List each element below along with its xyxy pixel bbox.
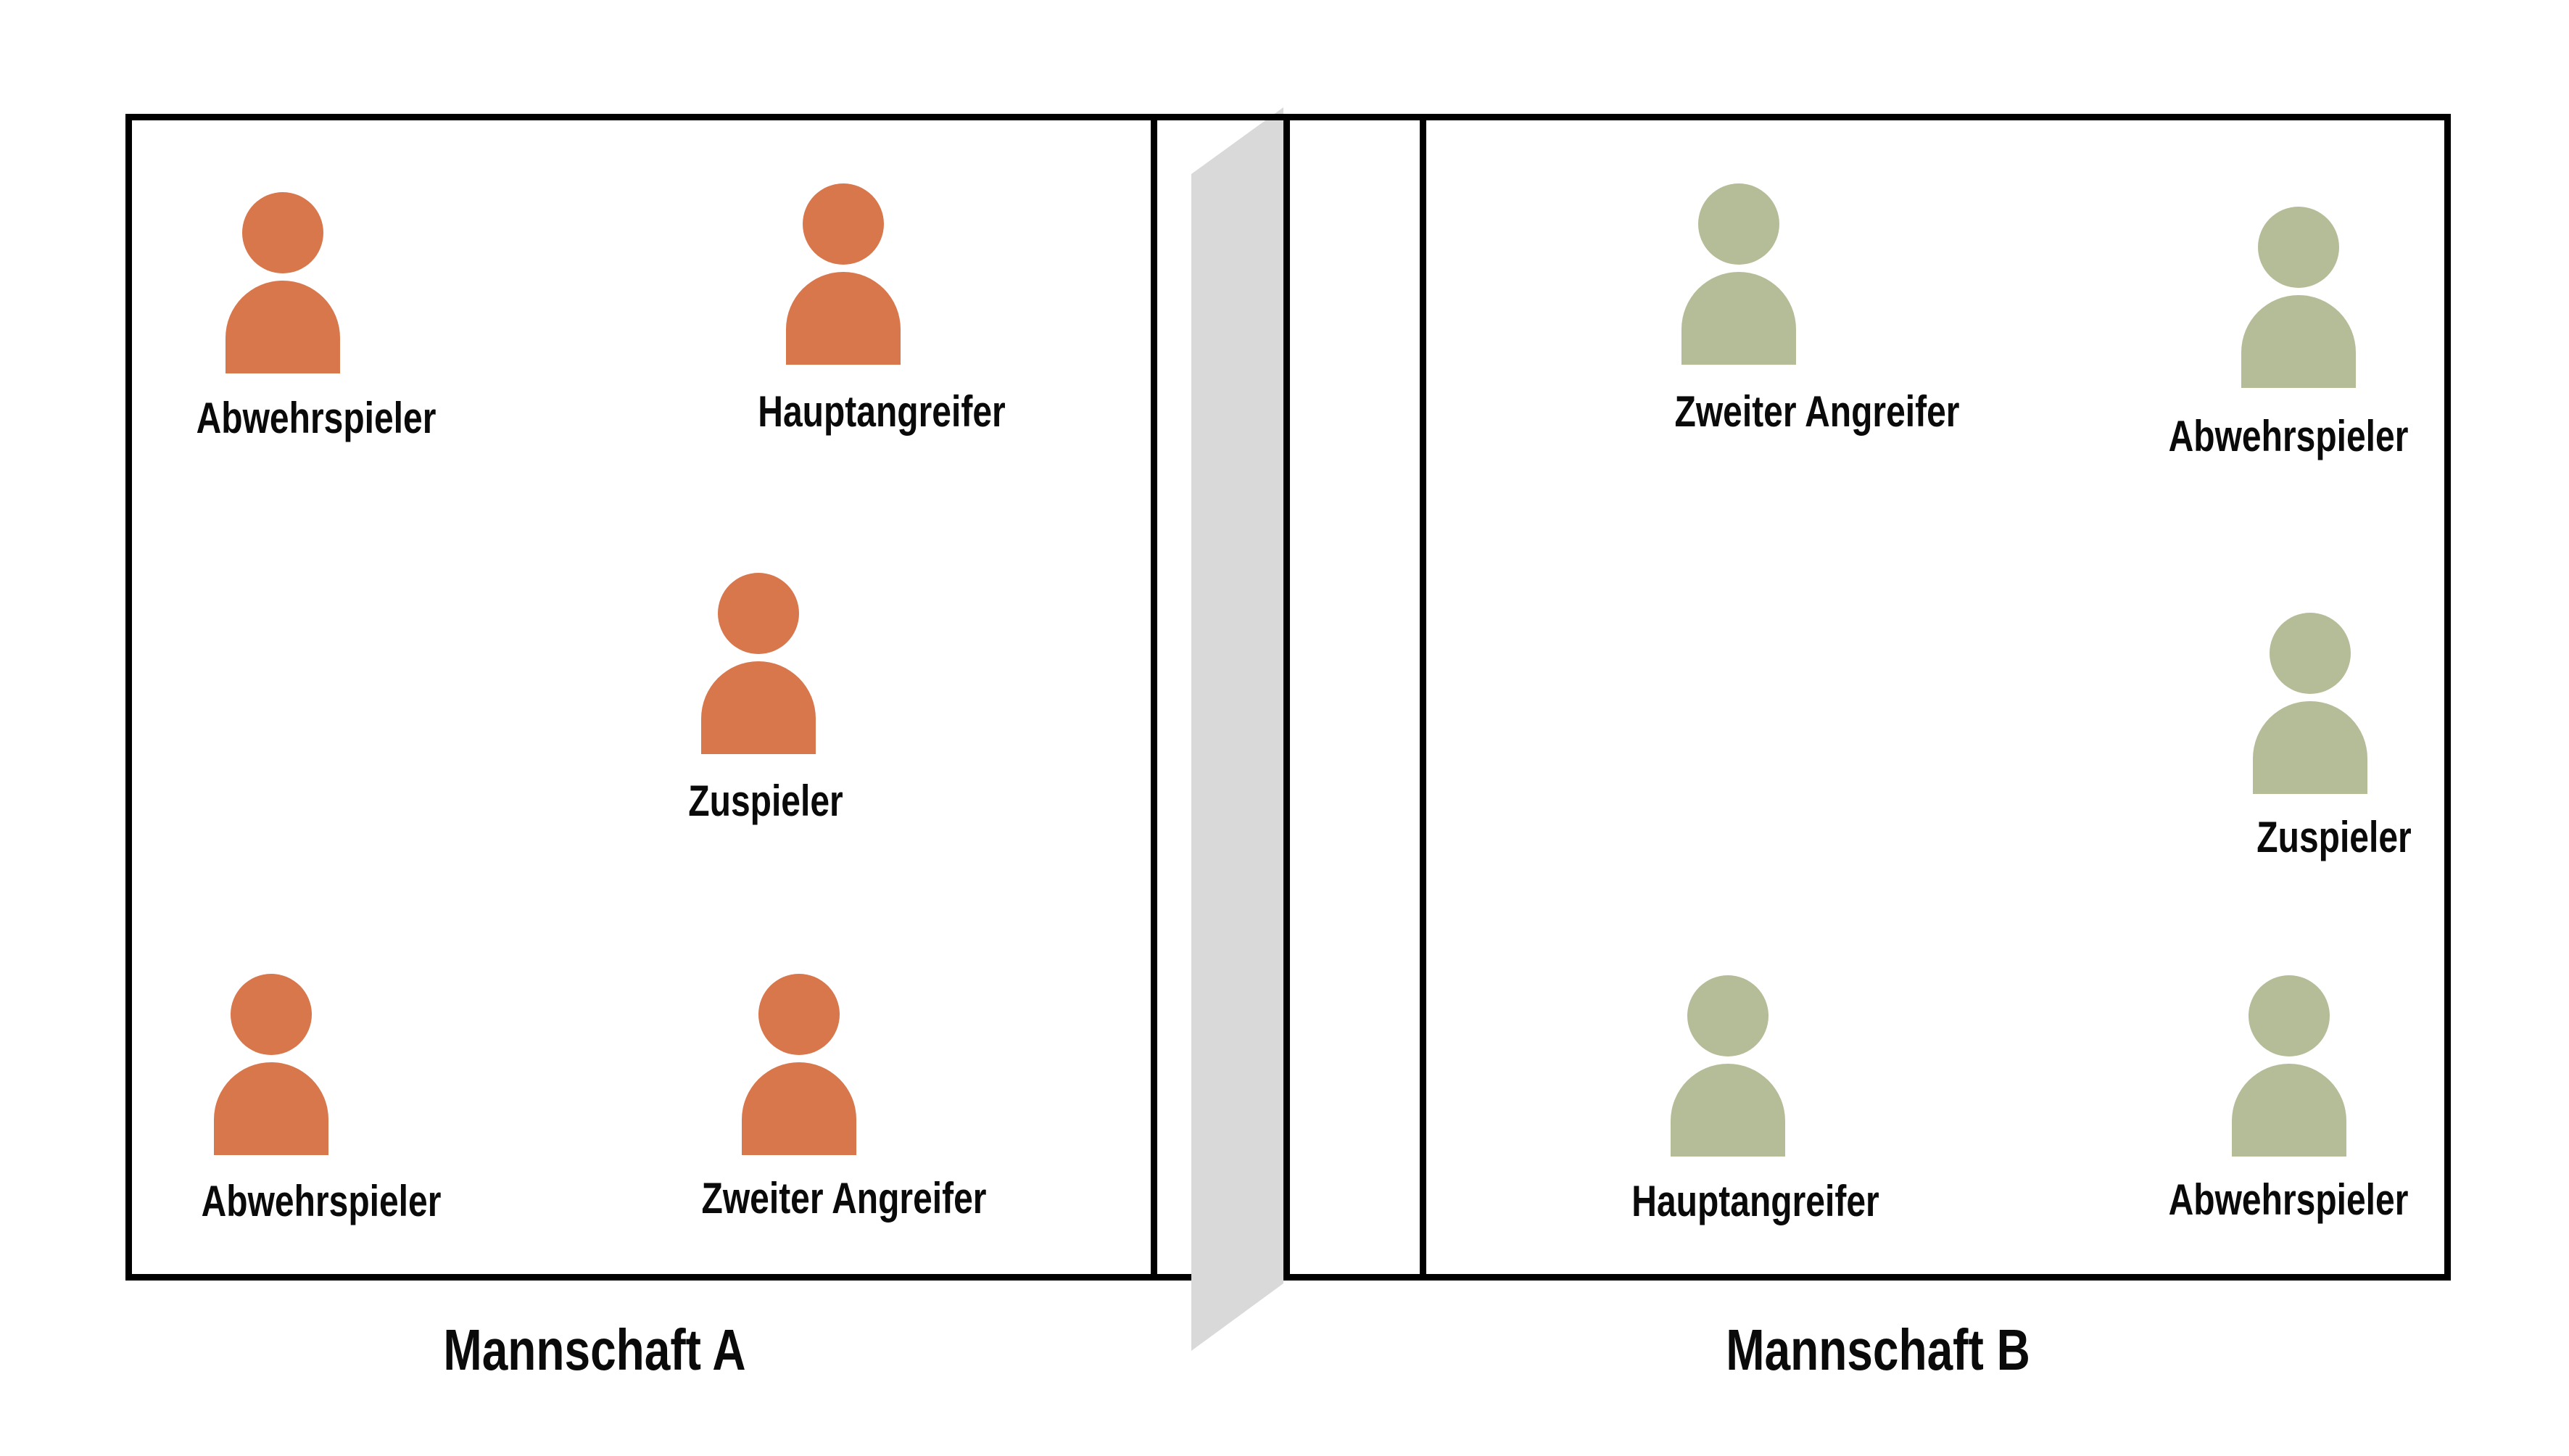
- person-icon: [2253, 701, 2367, 794]
- player-role-label: Abwehrspieler: [196, 394, 437, 442]
- person-icon: [242, 192, 323, 273]
- team-a-player-icon-abwehrspieler-top: [226, 192, 340, 373]
- team-b-label-hauptangreifer: Hauptangreifer: [1601, 1180, 1911, 1223]
- person-icon: [2270, 613, 2351, 694]
- team-b-label-abwehrspieler-bottom: Abwehrspieler: [2138, 1178, 2438, 1222]
- player-role-label: Zweiter Angreifer: [1674, 387, 1960, 436]
- person-icon: [701, 661, 816, 754]
- team-b-player-icon-abwehrspieler-bottom: [2232, 975, 2346, 1157]
- team-a-player-icon-abwehrspieler-bottom: [214, 974, 328, 1155]
- player-role-label: Hauptangreifer: [1631, 1177, 1879, 1225]
- team-a-title: Mannschaft A: [405, 1321, 784, 1379]
- person-icon: [786, 272, 901, 365]
- player-role-label: Abwehrspieler: [201, 1177, 442, 1225]
- player-role-label: Abwehrspieler: [2168, 1175, 2409, 1224]
- net-pole-line: [1283, 114, 1290, 1281]
- player-role-label: Abwehrspieler: [2168, 412, 2409, 460]
- person-icon: [1681, 272, 1796, 365]
- team-a-player-icon-hauptangreifer: [786, 183, 901, 365]
- person-icon: [718, 573, 799, 654]
- team-a-label-abwehrspieler-bottom: Abwehrspieler: [171, 1180, 471, 1223]
- team-a-player-icon-zweiter-angreifer: [742, 974, 856, 1155]
- person-icon: [2232, 1064, 2346, 1157]
- person-icon: [803, 183, 884, 265]
- person-icon: [742, 1062, 856, 1155]
- court-b-left-line: [1420, 114, 1426, 1281]
- person-icon: [2258, 207, 2339, 288]
- person-icon: [758, 974, 840, 1055]
- person-icon: [214, 1062, 328, 1155]
- player-role-label: Zweiter Angreifer: [701, 1174, 987, 1223]
- person-icon: [1671, 1064, 1785, 1157]
- team-a-label-hauptangreifer: Hauptangreifer: [727, 390, 1037, 434]
- person-icon: [1687, 975, 1768, 1056]
- team-b-player-icon-zuspieler: [2253, 613, 2367, 794]
- team-b-title: Mannschaft B: [1688, 1321, 2069, 1379]
- person-icon: [231, 974, 312, 1055]
- team-b-player-icon-abwehrspieler-top: [2241, 207, 2356, 388]
- court-right-line: [2444, 114, 2451, 1281]
- team-a-label-zweiter-angreifer: Zweiter Angreifer: [666, 1177, 1022, 1220]
- team-a-label-abwehrspieler-top: Abwehrspieler: [166, 397, 466, 440]
- team-name-text: Mannschaft B: [1726, 1318, 2030, 1382]
- player-role-label: Hauptangreifer: [758, 387, 1006, 436]
- player-role-label: Zuspieler: [688, 777, 843, 825]
- court-left-line: [125, 114, 132, 1281]
- team-b-label-abwehrspieler-top: Abwehrspieler: [2138, 415, 2438, 458]
- team-a-player-icon-zuspieler: [701, 573, 816, 754]
- person-icon: [2241, 295, 2356, 388]
- team-b-label-zuspieler: Zuspieler: [2238, 816, 2431, 859]
- team-name-text: Mannschaft A: [443, 1318, 746, 1382]
- team-a-label-zuspieler: Zuspieler: [669, 779, 863, 823]
- player-role-label: Zuspieler: [2256, 813, 2412, 861]
- person-icon: [1698, 183, 1779, 265]
- court-a-right-line: [1151, 114, 1157, 1281]
- person-icon: [226, 281, 340, 373]
- team-b-player-icon-zweiter-angreifer: [1681, 183, 1796, 365]
- team-b-player-icon-hauptangreifer: [1671, 975, 1785, 1157]
- team-b-label-zweiter-angreifer: Zweiter Angreifer: [1639, 390, 1995, 434]
- person-icon: [2249, 975, 2330, 1056]
